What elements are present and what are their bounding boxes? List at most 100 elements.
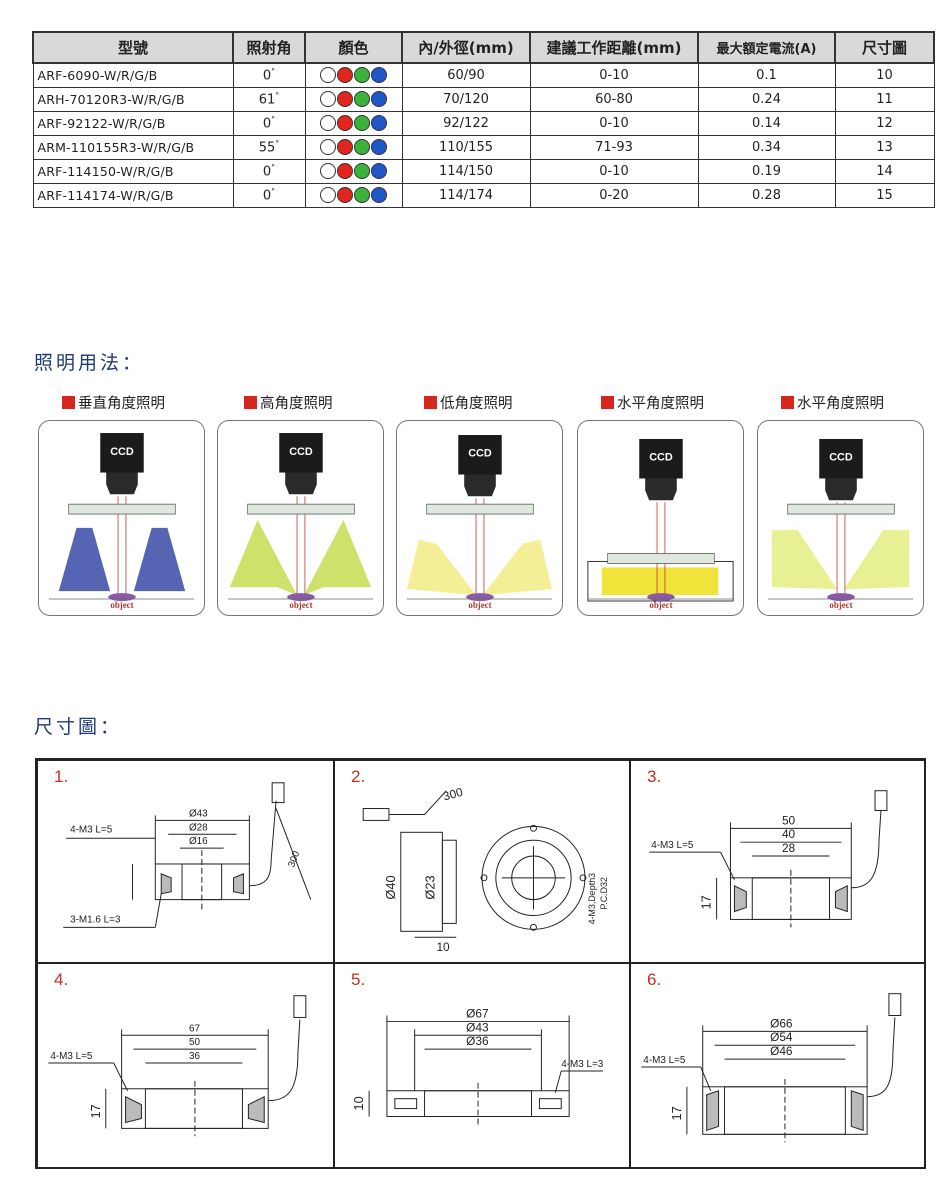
- cell-max-current: 0.24: [697, 86, 836, 112]
- ring-light-drawing-6: Ø66 Ø54 Ø46 4-M3 L=5 17: [641, 993, 902, 1143]
- lighting-svg: CCD object: [767, 438, 914, 610]
- method-label-2: 高角度照明: [244, 392, 333, 413]
- label-pcd: P.C.D32: [599, 877, 609, 910]
- object-label: object: [468, 600, 491, 610]
- label-d1: Ø40: [383, 875, 398, 899]
- dimension-drawings-grid: 1. 4-M3 L=5 Ø43 Ø28 Ø16 300 3-M1.6 L=3: [35, 758, 926, 1169]
- table-row: ARF-114150-W/R/G/B 0° 114/150 0-10 0.19 …: [32, 158, 935, 184]
- usage-section-title: 照明用法：: [34, 352, 145, 374]
- cell-max-current: 0.14: [697, 110, 836, 136]
- color-dot: [337, 163, 353, 179]
- lighting-svg: CCD object: [406, 435, 553, 610]
- dimension-cell-6: 6. Ø66 Ø54 Ø46 4-M3 L=5 17: [630, 963, 926, 1169]
- cell-diameter: 110/155: [401, 134, 531, 160]
- cell-working-distance: 0-10: [529, 110, 699, 136]
- object-label: object: [649, 600, 672, 610]
- color-dot: [337, 187, 353, 203]
- cell-model: ARF-92122-W/R/G/B: [32, 110, 234, 136]
- dimension-cell-2: 2. 300 Ø40 Ø23 10 4-M3,Depth3 P.C.D32: [334, 760, 630, 963]
- ring-light-drawing-5: Ø67 Ø43 Ø36 4-M3 L=3 10: [351, 1006, 604, 1125]
- dimension-number: 3.: [647, 767, 662, 786]
- cell-diameter: 114/150: [401, 158, 531, 184]
- cell-dimension-fig: 15: [834, 182, 935, 208]
- table-row: ARF-6090-W/R/G/B 0° 60/90 0-10 0.1 10: [32, 62, 935, 88]
- label-d1: 67: [189, 1023, 200, 1034]
- label-height: 17: [669, 1106, 684, 1120]
- cell-working-distance: 60-80: [529, 86, 699, 112]
- label-height: 10: [436, 940, 450, 954]
- label-screw: 4-M3 L=3: [561, 1059, 604, 1070]
- table-row: ARM-110155R3-W/R/G/B 55° 110/155 71-93 0…: [32, 134, 935, 160]
- dimension-number: 2.: [351, 767, 366, 786]
- color-dot: [320, 67, 336, 84]
- method-label-3: 低角度照明: [424, 392, 513, 413]
- label-d2: 40: [782, 827, 796, 841]
- ccd-label: CCD: [829, 452, 853, 464]
- object-label: object: [110, 600, 133, 610]
- col-header-max-current: 最大額定電流(A): [697, 31, 836, 64]
- col-header-model: 型號: [32, 31, 234, 64]
- object-label: object: [289, 600, 312, 610]
- label-d2: Ø23: [422, 875, 437, 899]
- dimension-number: 5.: [351, 970, 366, 989]
- color-dot: [320, 139, 336, 155]
- cell-model: ARF-6090-W/R/G/B: [32, 62, 234, 88]
- table-row: ARH-70120R3-W/R/G/B 61° 70/120 60-80 0.2…: [32, 86, 935, 112]
- color-dot: [371, 67, 387, 84]
- label-screw2: 3-M1.6 L=3: [70, 914, 121, 925]
- red-square-icon: [244, 396, 257, 409]
- color-dot: [320, 187, 336, 203]
- cell-diameter: 92/122: [401, 110, 531, 136]
- cell-colors: [304, 134, 403, 160]
- ccd-camera-icon: [100, 433, 144, 473]
- label-height: 10: [351, 1096, 366, 1110]
- method-label-4: 水平角度照明: [601, 392, 704, 413]
- cell-working-distance: 0-10: [529, 62, 699, 88]
- cell-dimension-fig: 11: [834, 86, 935, 112]
- ring-light-drawing-4: 67 50 36 4-M3 L=5 17: [48, 995, 307, 1137]
- cell-dimension-fig: 14: [834, 158, 935, 184]
- ccd-camera-icon: [819, 438, 863, 479]
- method-label-1: 垂直角度照明: [62, 392, 165, 413]
- color-dot: [354, 115, 370, 131]
- cell-colors: [304, 86, 403, 112]
- cell-angle: 61°: [232, 86, 306, 112]
- lighting-svg: CCD object: [227, 433, 374, 610]
- table-row: ARF-114174-W/R/G/B 0° 114/174 0-20 0.28 …: [32, 182, 935, 208]
- lighting-svg: CCD object: [587, 438, 734, 610]
- color-dot: [320, 115, 336, 131]
- label-screw: 4-M3 L=5: [643, 1055, 686, 1066]
- label-d3: Ø36: [466, 1034, 489, 1048]
- label-height: 17: [699, 895, 714, 909]
- label-screw: 4-M3 L=5: [50, 1051, 93, 1062]
- label-screw: 4-M3 L=5: [651, 840, 694, 851]
- col-header-working-distance: 建議工作距離(mm): [529, 31, 699, 64]
- label-d2: Ø43: [466, 1020, 489, 1034]
- color-dot: [337, 67, 353, 84]
- cell-angle: 0°: [232, 110, 306, 136]
- label-screw: 4-M3,Depth3: [587, 873, 597, 925]
- ccd-label: CCD: [649, 452, 673, 464]
- label-d1: Ø43: [189, 808, 208, 819]
- label-d2: 50: [189, 1037, 201, 1048]
- ring-light-drawing-2: 300 Ø40 Ø23 10 4-M3,Depth3 P.C.D32: [362, 785, 609, 954]
- color-dot: [371, 115, 387, 131]
- label-d3: 36: [189, 1051, 201, 1062]
- label-screw: 4-M3 L=5: [70, 824, 113, 835]
- table-row: ARF-92122-W/R/G/B 0° 92/122 0-10 0.14 12: [32, 110, 935, 136]
- method-diagram-2: CCD object: [217, 420, 384, 616]
- method-diagram-1: CCD object: [38, 420, 205, 616]
- label-cable: 300: [442, 785, 465, 804]
- cell-colors: [304, 158, 403, 184]
- color-dot: [354, 67, 370, 84]
- color-dot: [354, 139, 370, 155]
- cell-dimension-fig: 13: [834, 134, 935, 160]
- color-dot: [337, 115, 353, 131]
- ring-light-drawing-1: 4-M3 L=5 Ø43 Ø28 Ø16 300 3-M1.6 L=3: [63, 782, 312, 928]
- cell-diameter: 70/120: [401, 86, 531, 112]
- table-header-row: 型號 照射角 顏色 內/外徑(mm) 建議工作距離(mm) 最大額定電流(A) …: [32, 31, 935, 64]
- cell-model: ARF-114150-W/R/G/B: [32, 158, 234, 184]
- ccd-camera-icon: [639, 438, 683, 479]
- dimension-number: 6.: [647, 970, 662, 989]
- ccd-label: CCD: [110, 446, 134, 458]
